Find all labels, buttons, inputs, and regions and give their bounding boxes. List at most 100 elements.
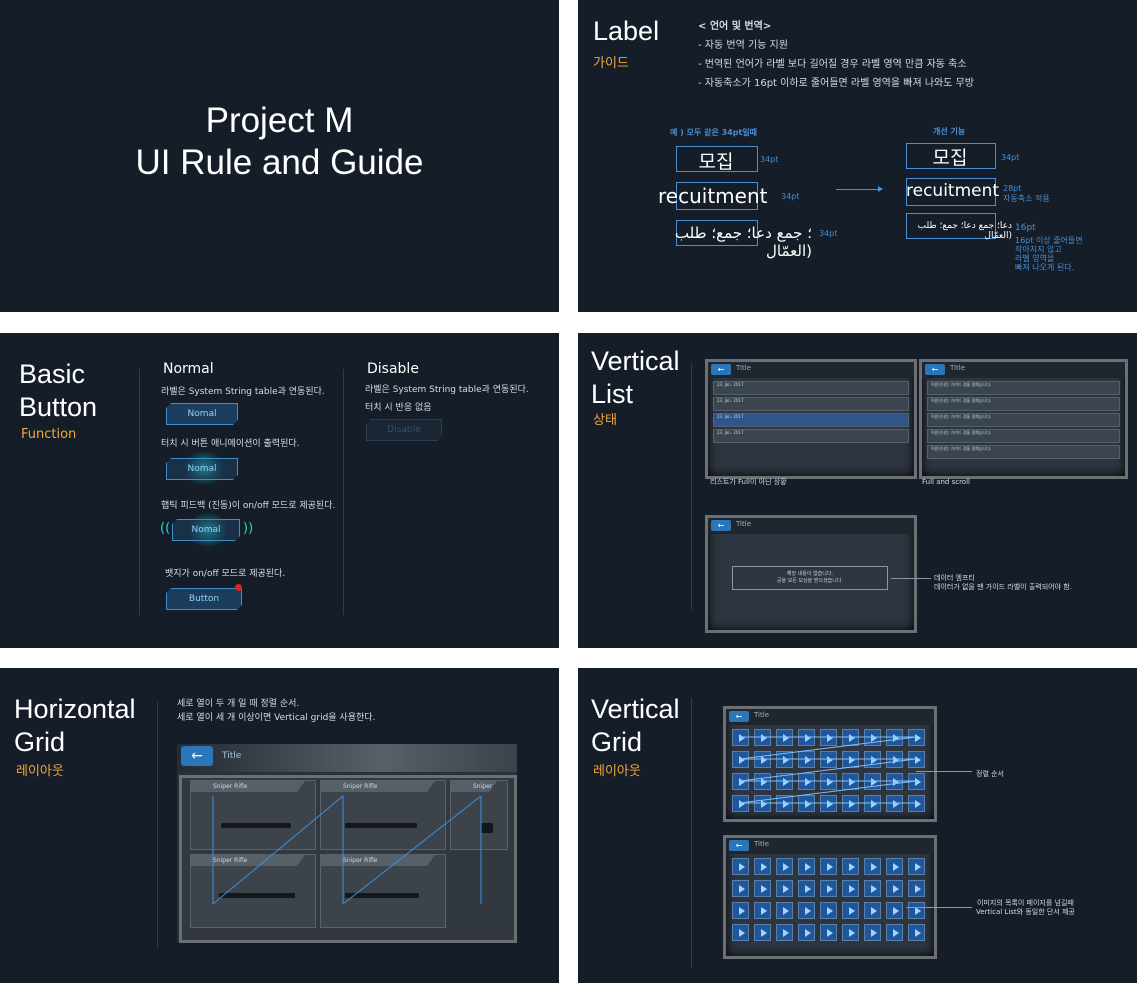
empty-message-line2: 공을 모든 보상을 받으셨습니다. (776, 578, 844, 584)
grid-cell[interactable] (886, 880, 903, 897)
grid-cell[interactable] (732, 924, 749, 941)
grid-cell[interactable] (886, 924, 903, 941)
paging-note: 이미지의 목록이 페이지를 넘길때 Vertical List와 동일한 단서 … (976, 899, 1075, 917)
grid-cell[interactable] (820, 858, 837, 875)
grid-cell[interactable] (864, 902, 881, 919)
grid-cell[interactable] (754, 880, 771, 897)
grid-cell[interactable] (820, 880, 837, 897)
back-button[interactable]: ← (181, 746, 213, 766)
label-box-right-3 (906, 213, 996, 239)
grid-cell[interactable] (908, 858, 925, 875)
list-item[interactable]: 이용안내는 가이드 정을 알해습니다. (927, 381, 1120, 395)
back-button[interactable]: ← (711, 520, 731, 531)
row-text: 이용안내는 가이드 정을 알해습니다. (931, 430, 992, 435)
label-box-right-1 (906, 143, 996, 169)
back-button[interactable]: ← (729, 840, 749, 851)
list-item[interactable]: 23. Jan. 2017 (713, 429, 909, 443)
list-panel-partial: ← Title 23. Jan. 2017 23. Jan. 2017 23. … (705, 359, 917, 479)
desc-line-2: 세로 열이 세 개 이상이면 Vertical grid을 사용한다. (177, 713, 376, 723)
grid-cell[interactable] (886, 902, 903, 919)
grid-cell[interactable] (776, 924, 793, 941)
row-date: 23. Jan. 2017 (717, 398, 744, 403)
slide-title-line1: Basic (19, 359, 86, 389)
haptic-button[interactable]: Nomal (172, 519, 240, 541)
divider (691, 698, 692, 968)
grid-cell[interactable] (886, 858, 903, 875)
grid-cell[interactable] (842, 902, 859, 919)
grid-cell[interactable] (776, 902, 793, 919)
slide-subtitle: 상태 (593, 413, 617, 428)
grid-cell[interactable] (732, 902, 749, 919)
grid-cell[interactable] (798, 880, 815, 897)
list-item[interactable]: 이용안내는 가이드 정을 알해습니다. (927, 445, 1120, 459)
grid-item[interactable]: Sniper Rifle (320, 780, 446, 850)
slide-subtitle: 가이드 (593, 56, 629, 71)
list-item[interactable]: 이용안내는 가이드 정을 알해습니다. (927, 429, 1120, 443)
panel-title: Title (754, 711, 770, 719)
list-item[interactable]: 23. Jan. 2017 (713, 381, 909, 395)
grid-cell[interactable] (754, 858, 771, 875)
grid-cell[interactable] (908, 902, 925, 919)
divider-left (139, 369, 140, 615)
back-button[interactable]: ← (729, 711, 749, 722)
row-date: 23. Jan. 2017 (717, 414, 744, 419)
grid-cell[interactable] (798, 924, 815, 941)
grid-cell[interactable] (842, 858, 859, 875)
list-item[interactable]: 이용안내는 가이드 정을 알해습니다. (927, 413, 1120, 427)
label-box-right-2 (906, 178, 996, 206)
right-size-3: 16pt (1015, 223, 1036, 233)
badge-dot-icon (235, 584, 242, 591)
grid-cell[interactable] (732, 880, 749, 897)
empty-message-box: 해당 내용이 없습니다. 공을 모든 보상을 받으셨습니다. (732, 566, 888, 590)
panel-title: Title (754, 840, 770, 848)
grid-cell[interactable] (820, 902, 837, 919)
list-item-selected[interactable]: 23. Jan. 2017 (713, 413, 909, 427)
disable-text-2: 터치 시 반응 없음 (365, 403, 432, 413)
grid-cell[interactable] (776, 858, 793, 875)
grid-cell[interactable] (908, 880, 925, 897)
item-label: Sniper Rifle (191, 781, 305, 792)
grid-item[interactable]: Sniper Rifle (450, 780, 508, 850)
list-item[interactable]: 23. Jan. 2017 (713, 397, 909, 411)
slide-subtitle: 레이아웃 (593, 764, 641, 779)
row-text: 이용안내는 가이드 정을 알해습니다. (931, 414, 992, 419)
grid-cell[interactable] (842, 880, 859, 897)
animated-button[interactable]: Nomal (166, 458, 238, 480)
grid-item[interactable]: Sniper Rifle (320, 854, 446, 928)
empty-connector-line (891, 578, 931, 579)
grid-cell[interactable] (864, 924, 881, 941)
grid-item[interactable]: Sniper Rifle (190, 854, 316, 928)
normal-text-4: 뱃지가 on/off 모드로 제공된다. (165, 569, 286, 579)
grid-cell[interactable] (908, 924, 925, 941)
grid-cell[interactable] (864, 880, 881, 897)
grid-cell[interactable] (842, 924, 859, 941)
normal-text-2: 터치 시 버튼 애니메이션이 출력된다. (161, 439, 300, 449)
divider-mid (343, 369, 344, 615)
grid-cell[interactable] (798, 902, 815, 919)
project-title-line1: Project M (205, 101, 354, 140)
grid-cell[interactable] (732, 858, 749, 875)
grid-cell[interactable] (820, 924, 837, 941)
list-item[interactable]: 이용안내는 가이드 정을 알해습니다. (927, 397, 1120, 411)
grid-item[interactable]: Sniper Rifle (190, 780, 316, 850)
list-panel-full: ← Title 이용안내는 가이드 정을 알해습니다. 이용안내는 가이드 정을… (919, 359, 1128, 479)
list-panel-empty: ← Title 해당 내용이 없습니다. 공을 모든 보상을 받으셨습니다. (705, 515, 917, 633)
badge-button[interactable]: Button (166, 588, 242, 610)
row-date: 23. Jan. 2017 (717, 382, 744, 387)
rifle-icon (221, 823, 291, 828)
back-button[interactable]: ← (711, 364, 731, 375)
normal-button[interactable]: Nomal (166, 403, 238, 425)
slide-subtitle: 레이아웃 (16, 764, 64, 779)
grid-cell[interactable] (864, 858, 881, 875)
note-line-1: - 자동 번역 기능 지원 (698, 40, 788, 51)
grid-cell[interactable] (754, 902, 771, 919)
back-button[interactable]: ← (925, 364, 945, 375)
slide-vertical-grid: Vertical Grid 레이아웃 ← Title 정렬 순서 ← Title… (578, 668, 1137, 983)
grid-cell[interactable] (798, 858, 815, 875)
empty-message-line1: 해당 내용이 없습니다. (786, 571, 834, 577)
label-box-left-1 (676, 146, 758, 172)
grid-cell[interactable] (754, 924, 771, 941)
panel-titlebar: ← Title (708, 518, 914, 534)
grid-cell[interactable] (776, 880, 793, 897)
empty-note: 데이터 엠프티 데이터가 없을 땐 가이드 라벨이 출력되어야 함. (934, 574, 1072, 592)
